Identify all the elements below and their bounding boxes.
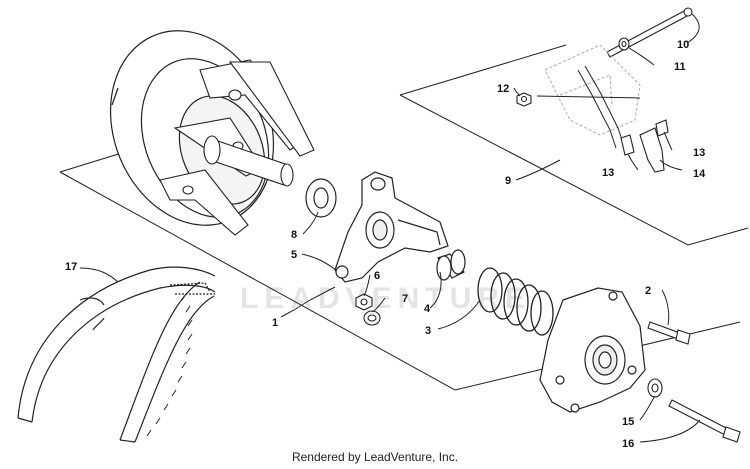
- callout-13-lower: 13: [602, 167, 614, 179]
- callout-7: 7: [402, 293, 408, 305]
- callout-10: 10: [677, 39, 689, 51]
- washer-7[interactable]: [363, 310, 381, 326]
- weight-14[interactable]: [639, 127, 665, 173]
- spider-arm-5[interactable]: [334, 171, 449, 283]
- cover-plate[interactable]: [539, 287, 646, 413]
- callout-13-upper: 13: [693, 147, 705, 159]
- bushing-4[interactable]: [436, 249, 466, 281]
- callout-8: 8: [291, 229, 297, 241]
- bolt-16[interactable]: [668, 399, 741, 443]
- belt-teeth: [146, 293, 193, 437]
- callout-9: 9: [505, 175, 511, 187]
- callout-16: 16: [622, 438, 634, 450]
- footer-credit: Rendered by LeadVenture, Inc.: [291, 450, 459, 464]
- nut-6[interactable]: [355, 293, 373, 311]
- sheave-towers: [159, 59, 315, 236]
- callout-5: 5: [291, 249, 297, 261]
- assembly-outline-9: [399, 44, 749, 246]
- washer-15[interactable]: [647, 378, 663, 398]
- drive-belt[interactable]: [17, 266, 216, 443]
- callout-6: 6: [374, 270, 380, 282]
- arm-bracket: [536, 65, 641, 149]
- callout-17: 17: [65, 261, 77, 273]
- nut-12[interactable]: [516, 92, 532, 107]
- washer-11[interactable]: [618, 37, 630, 51]
- bolt-2[interactable]: [647, 321, 691, 345]
- callout-14: 14: [693, 168, 706, 180]
- callout-1: 1: [272, 317, 278, 329]
- callout-2: 2: [645, 285, 651, 297]
- callout-12: 12: [497, 83, 509, 95]
- watermark-text: LEADVENTURE: [240, 282, 531, 315]
- roller-13-a[interactable]: [620, 134, 635, 156]
- callout-4: 4: [424, 303, 431, 315]
- arm-bracket-ghost: [544, 44, 641, 136]
- sheave-shaft[interactable]: [203, 135, 294, 187]
- spring-3[interactable]: [477, 267, 554, 336]
- callout-11: 11: [674, 61, 686, 73]
- roller-13-b[interactable]: [655, 119, 669, 137]
- washer-8[interactable]: [305, 178, 337, 218]
- leader-lines: [79, 13, 701, 443]
- callout-15: 15: [622, 416, 634, 428]
- callout-3: 3: [425, 325, 431, 337]
